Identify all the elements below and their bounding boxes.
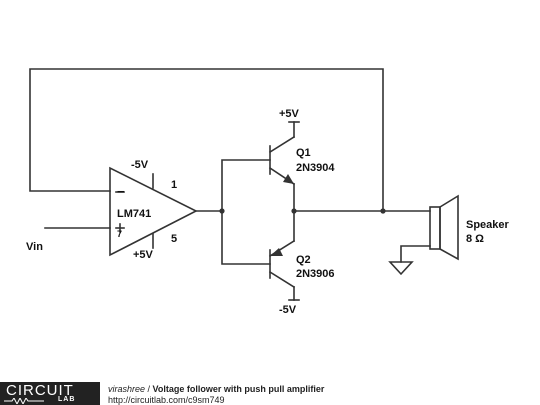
opamp-pin-top-label: 1 (171, 179, 177, 191)
logo-resistor-icon (4, 398, 44, 404)
circuit-title: Voltage follower with push pull amplifie… (152, 384, 325, 394)
ground-symbol (388, 261, 414, 276)
opamp-top-supply-label: -5V (131, 159, 149, 171)
q2-part: 2N3906 (296, 268, 335, 280)
opamp-symbol (109, 166, 198, 257)
logo-circuit-text: CIRCUIT (6, 382, 74, 399)
opamp-bottom-supply-label: +5V (133, 249, 154, 261)
opamp-minus-label: − (117, 184, 125, 199)
q1-name: Q1 (296, 147, 311, 159)
speaker-value: 8 Ω (466, 233, 484, 245)
credit-block: virashree / Voltage follower with push p… (108, 384, 324, 405)
q2-name: Q2 (296, 254, 311, 266)
feedback-wire (29, 68, 384, 212)
q1-emitter-arrow (283, 174, 294, 184)
q2-collector (268, 270, 296, 289)
speaker-name: Speaker (466, 219, 510, 231)
q2-supply-label: -5V (279, 304, 297, 316)
base-drive-wire (221, 159, 271, 265)
input-label: Vin (26, 241, 43, 253)
opamp-name: LM741 (117, 208, 151, 220)
q2-emitter-arrow (270, 248, 283, 256)
q1-collector (268, 135, 296, 154)
speaker-body (429, 206, 441, 250)
q1-supply-label: +5V (279, 108, 300, 120)
junction-feedback (380, 208, 386, 214)
circuit-url[interactable]: http://circuitlab.com/c9sm749 (108, 395, 225, 405)
opamp-pin-bottom-label: 5 (171, 233, 177, 245)
author-name[interactable]: virashree (108, 384, 146, 394)
opamp-pin-center-label: 7 (117, 229, 122, 239)
logo-lab-text: LAB (58, 396, 76, 403)
q1-part: 2N3904 (296, 162, 335, 174)
circuitlab-logo[interactable]: CIRCUIT LAB (0, 382, 100, 405)
footer (0, 382, 540, 405)
speaker-cone (439, 194, 459, 261)
credit-separator: / (145, 384, 153, 394)
ground-wire (400, 245, 431, 263)
